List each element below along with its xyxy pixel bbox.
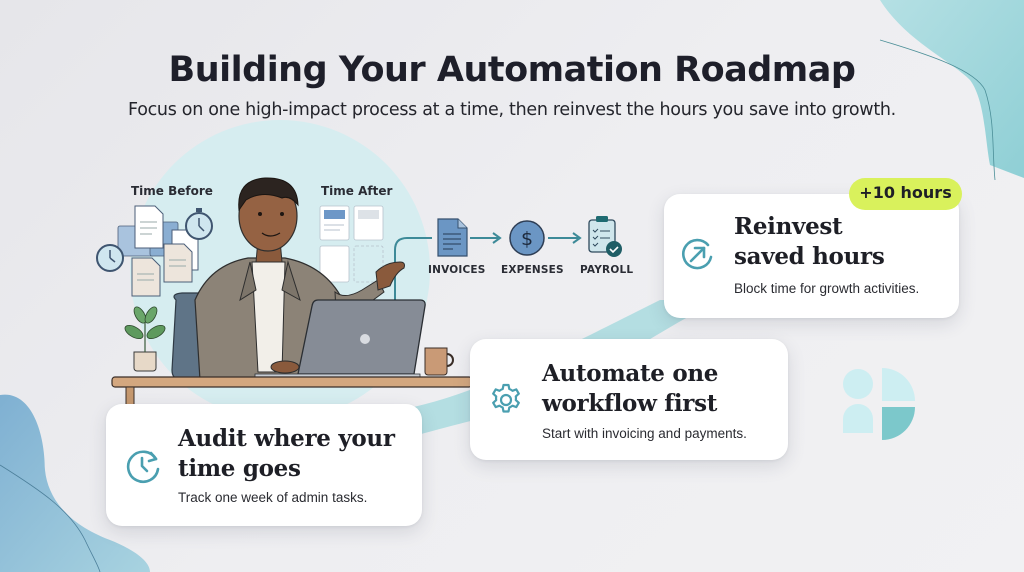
svg-text:$: $: [521, 228, 533, 250]
page-title: Building Your Automation Roadmap: [168, 50, 856, 90]
plant-icon: [124, 306, 166, 372]
workflow-label-expenses: EXPENSES: [501, 264, 564, 276]
clock-refresh-icon: [126, 450, 160, 484]
time-before-docs-icon: [117, 205, 199, 297]
dollar-icon: $: [509, 220, 545, 256]
stopwatch-icon: [185, 208, 213, 240]
card-reinvest-description: Block time for growth activities.: [734, 281, 920, 296]
card-audit-heading-line1: Audit where your: [178, 425, 395, 452]
card-automate-description: Start with invoicing and payments.: [542, 426, 747, 441]
time-before-label: Time Before: [131, 184, 213, 198]
time-after-label: Time After: [321, 184, 393, 198]
clock-icon: [96, 244, 124, 272]
hours-saved-badge: +10 hours: [849, 178, 962, 210]
page-subtitle: Focus on one high-impact process at a ti…: [128, 100, 896, 120]
card-audit: Audit where your time goes Track one wee…: [106, 404, 422, 526]
time-after-tiles-icon: [319, 205, 384, 283]
card-automate-heading-line1: Automate one: [542, 360, 719, 387]
top-right-blob: [880, 0, 1024, 178]
mug-icon: [424, 347, 454, 376]
brand-mark-icon: [843, 368, 915, 440]
card-automate: Automate one workflow first Start with i…: [470, 339, 788, 460]
arrow-up-right-circle-icon: [682, 238, 713, 270]
card-reinvest: Reinvest saved hours Block time for grow…: [664, 194, 959, 318]
workflow-label-invoices: INVOICES: [428, 264, 486, 276]
card-audit-description: Track one week of admin tasks.: [178, 490, 368, 505]
card-audit-heading-line2: time goes: [178, 455, 301, 482]
workflow-label-payroll: PAYROLL: [580, 264, 634, 276]
checklist-icon: [588, 216, 622, 257]
bottom-left-blob: [0, 394, 150, 572]
document-icon: [437, 218, 468, 257]
gear-icon: [492, 383, 520, 413]
card-automate-heading-line2: workflow first: [542, 390, 718, 417]
card-reinvest-heading-line2: saved hours: [734, 243, 885, 270]
card-reinvest-heading-line1: Reinvest: [734, 213, 843, 240]
